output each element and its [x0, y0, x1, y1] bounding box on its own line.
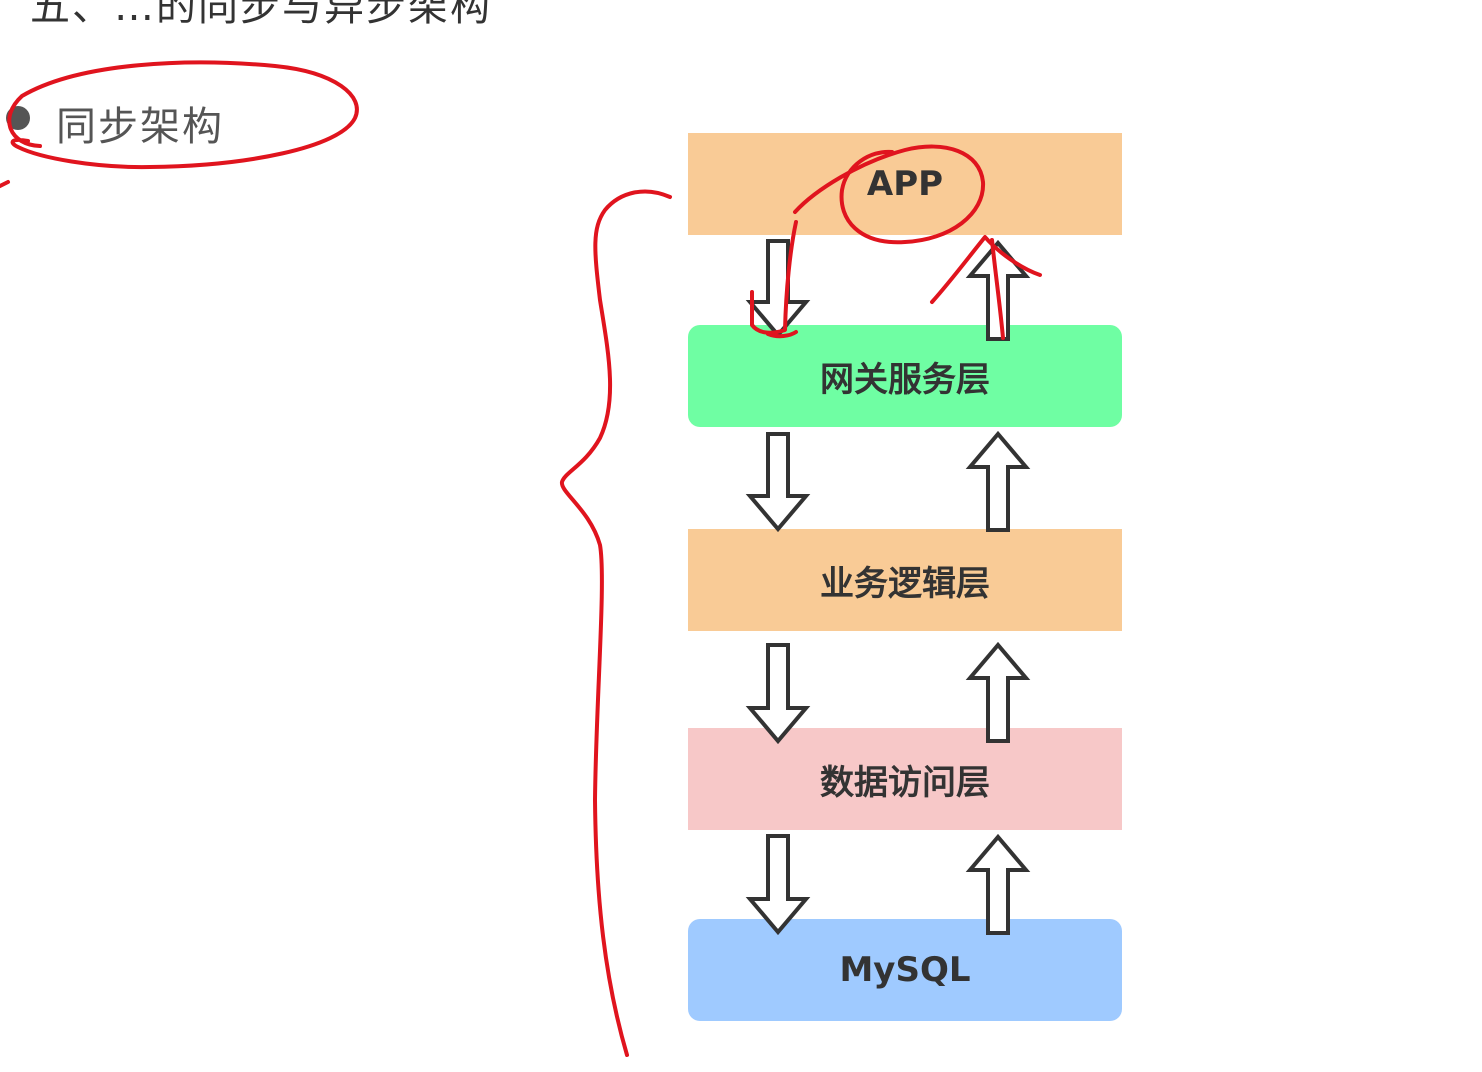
down-arrow: [745, 432, 811, 533]
layer-logic: 业务逻辑层: [688, 529, 1122, 631]
ink-curly-brace: [560, 189, 672, 1057]
up-arrow: [965, 833, 1031, 935]
handwritten-annotations: [0, 60, 1042, 1057]
ink-tick: [0, 180, 10, 188]
up-arrow: [965, 641, 1031, 743]
bullet-text: 同步架构: [56, 104, 224, 150]
ink-up-trace-stem: [990, 238, 1005, 340]
up-arrow: [965, 430, 1031, 532]
down-arrow: [745, 643, 811, 745]
flow-arrows: [745, 239, 1031, 936]
layer-access: 数据访问层: [688, 728, 1122, 830]
ink-circle-app: [793, 144, 986, 245]
layer-gateway: 网关服务层: [688, 325, 1122, 427]
down-arrow: [745, 834, 811, 936]
layer-mysql: MySQL: [688, 919, 1122, 1021]
ink-down-trace: [750, 220, 798, 335]
down-arrow: [745, 239, 811, 339]
ink-up-trace: [930, 235, 1042, 304]
ink-down-trace-tail: [766, 330, 798, 339]
slide-title-partial: 五、…的同步与异步架构: [30, 0, 492, 30]
ink-circle-bullet: [7, 60, 359, 170]
